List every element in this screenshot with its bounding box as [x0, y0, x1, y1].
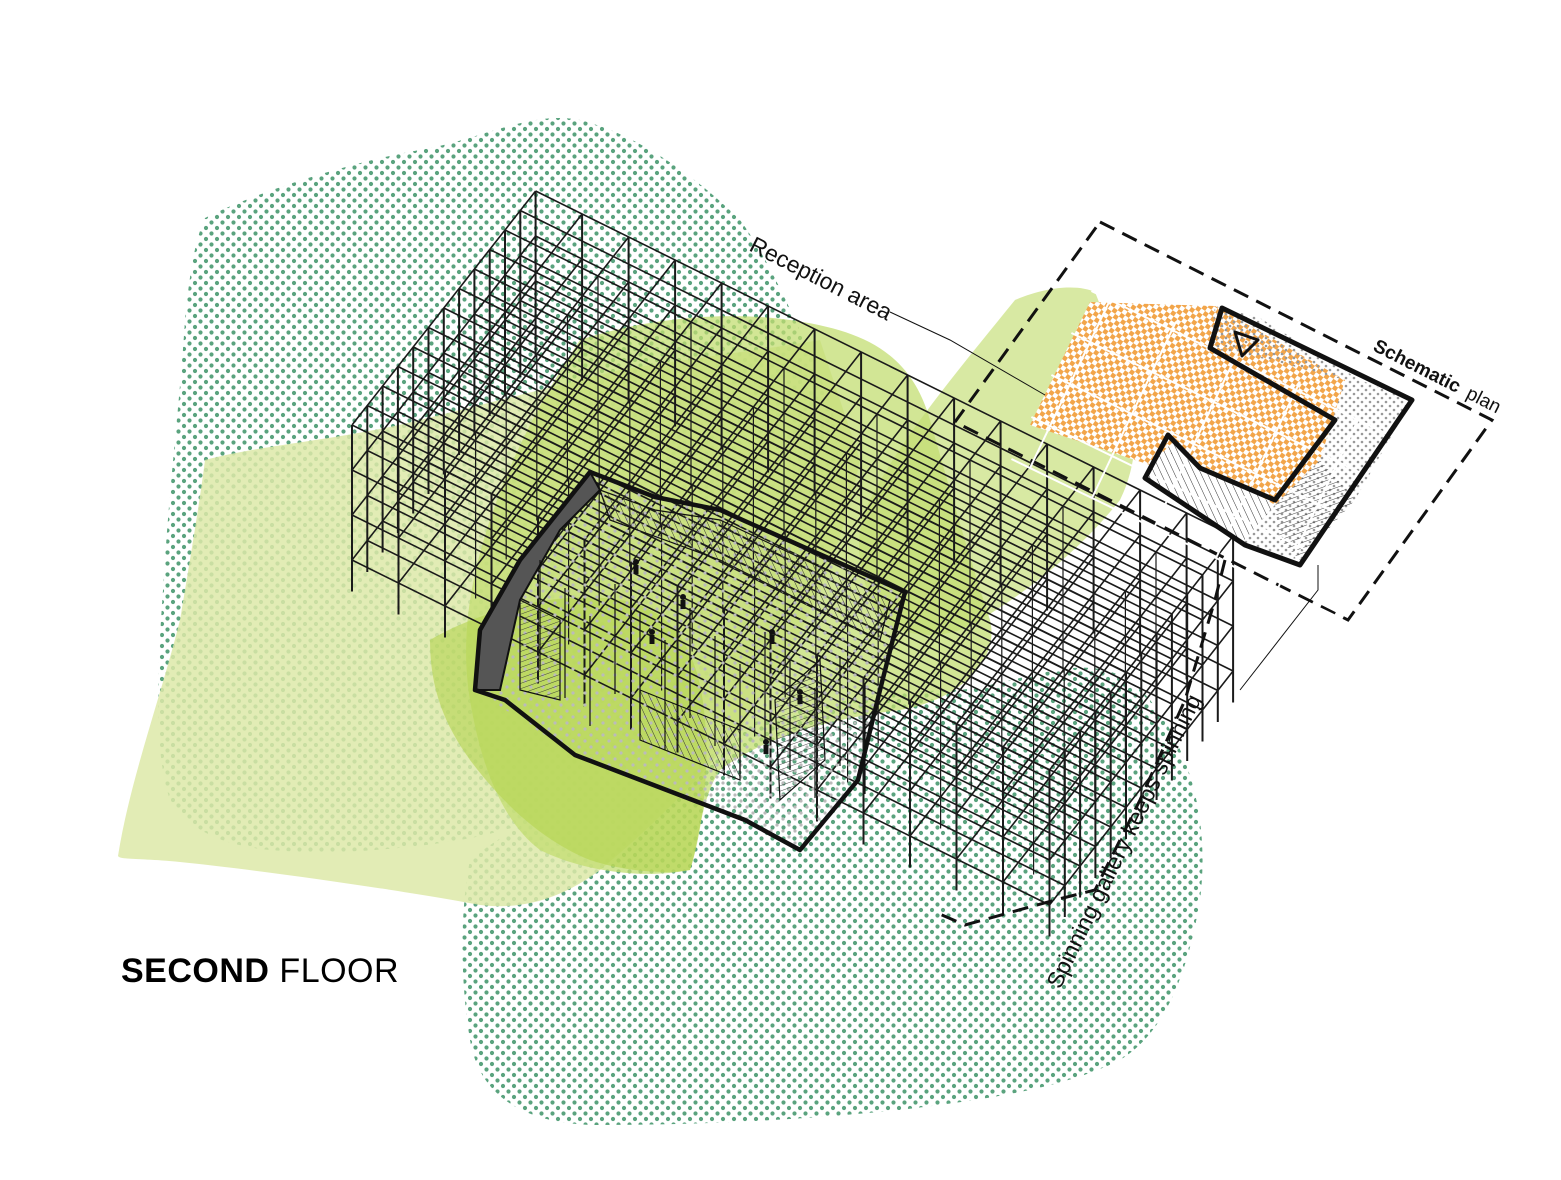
- frame-beam: [504, 229, 1203, 576]
- frame-beam: [474, 268, 1173, 615]
- entrance-triangle-icon: [1233, 330, 1260, 358]
- plan-grid-line: [1029, 291, 1115, 469]
- plan-grid-line: [1090, 290, 1421, 451]
- frame-beam: [535, 235, 1234, 582]
- visitor-figure: [649, 635, 655, 644]
- frame-beam: [504, 319, 1203, 666]
- plan-grid-line: [1050, 374, 1381, 535]
- visitor-figure: [633, 565, 639, 574]
- plan-grid: [1010, 290, 1425, 619]
- schematic-plan: Schematic plan: [952, 220, 1504, 622]
- interior-wall-hatched-top: [599, 489, 891, 641]
- frame-beam: [428, 326, 1127, 674]
- visitor-figure: [797, 695, 803, 704]
- plan-grid-line: [1070, 332, 1401, 493]
- interior-outline: [472, 469, 908, 853]
- frame-beam: [397, 303, 583, 539]
- visitor-figure: [797, 689, 803, 695]
- interior-wall-hatched-right: [774, 658, 826, 802]
- plan-grid-line: [1215, 381, 1301, 559]
- visitor-figure: [769, 629, 775, 635]
- frame-beam: [862, 533, 1048, 769]
- frame-beam: [489, 248, 1188, 596]
- frame-beam: [955, 534, 1141, 770]
- plan-grid-line: [1339, 441, 1425, 619]
- frame-beam: [519, 254, 1219, 602]
- interior-columns: [539, 560, 866, 798]
- frame-beam: [535, 280, 1234, 627]
- plan-grid-line: [1030, 416, 1361, 577]
- visitor-figure: [763, 745, 769, 754]
- frame-beam: [489, 293, 1188, 641]
- plan-grid-line: [1010, 458, 1341, 619]
- frame-beam: [458, 287, 1157, 635]
- frame-beam: [535, 190, 1234, 537]
- floor-title: SECOND FLOOR: [121, 952, 399, 991]
- interior-volume: [472, 469, 908, 853]
- frame-beam: [490, 349, 676, 585]
- visitor-figure: [680, 600, 686, 609]
- visitor-figure: [769, 635, 775, 644]
- frame-beam: [458, 332, 1157, 680]
- floor-title-normal: FLOOR: [279, 952, 400, 990]
- visitor-figures: [633, 559, 803, 754]
- frame-beam: [443, 307, 1142, 654]
- plan-grid-line: [1153, 351, 1239, 529]
- visitor-figure: [633, 559, 639, 565]
- frame-beam: [489, 338, 1188, 686]
- frame-beam: [519, 299, 1219, 647]
- frame-beam: [443, 352, 1142, 699]
- frame-beam: [412, 346, 1112, 693]
- gallery-dashed-bracket: [934, 559, 1227, 927]
- frame-beam: [490, 259, 676, 495]
- gallery-leader-line: [1239, 565, 1319, 691]
- frame-beam: [474, 358, 1173, 705]
- plan-dashed-frame: [952, 220, 1495, 622]
- frame-beam: [504, 274, 1203, 621]
- visitor-figure: [680, 594, 686, 600]
- floor-title-bold: SECOND: [121, 952, 270, 990]
- plan-grid-line: [1091, 321, 1177, 499]
- frame-beam: [862, 488, 1048, 724]
- frame-beam: [955, 489, 1141, 725]
- frame-beam: [490, 304, 676, 540]
- frame-beam: [519, 209, 1219, 557]
- visitor-figure: [763, 739, 769, 745]
- reception-leader-line: [889, 311, 1046, 396]
- plan-bold-outline: [1142, 305, 1415, 568]
- frame-beam: [955, 579, 1141, 815]
- frame-beam: [474, 313, 1173, 660]
- visitor-figure: [649, 629, 655, 635]
- plan-grid-line: [1277, 411, 1363, 589]
